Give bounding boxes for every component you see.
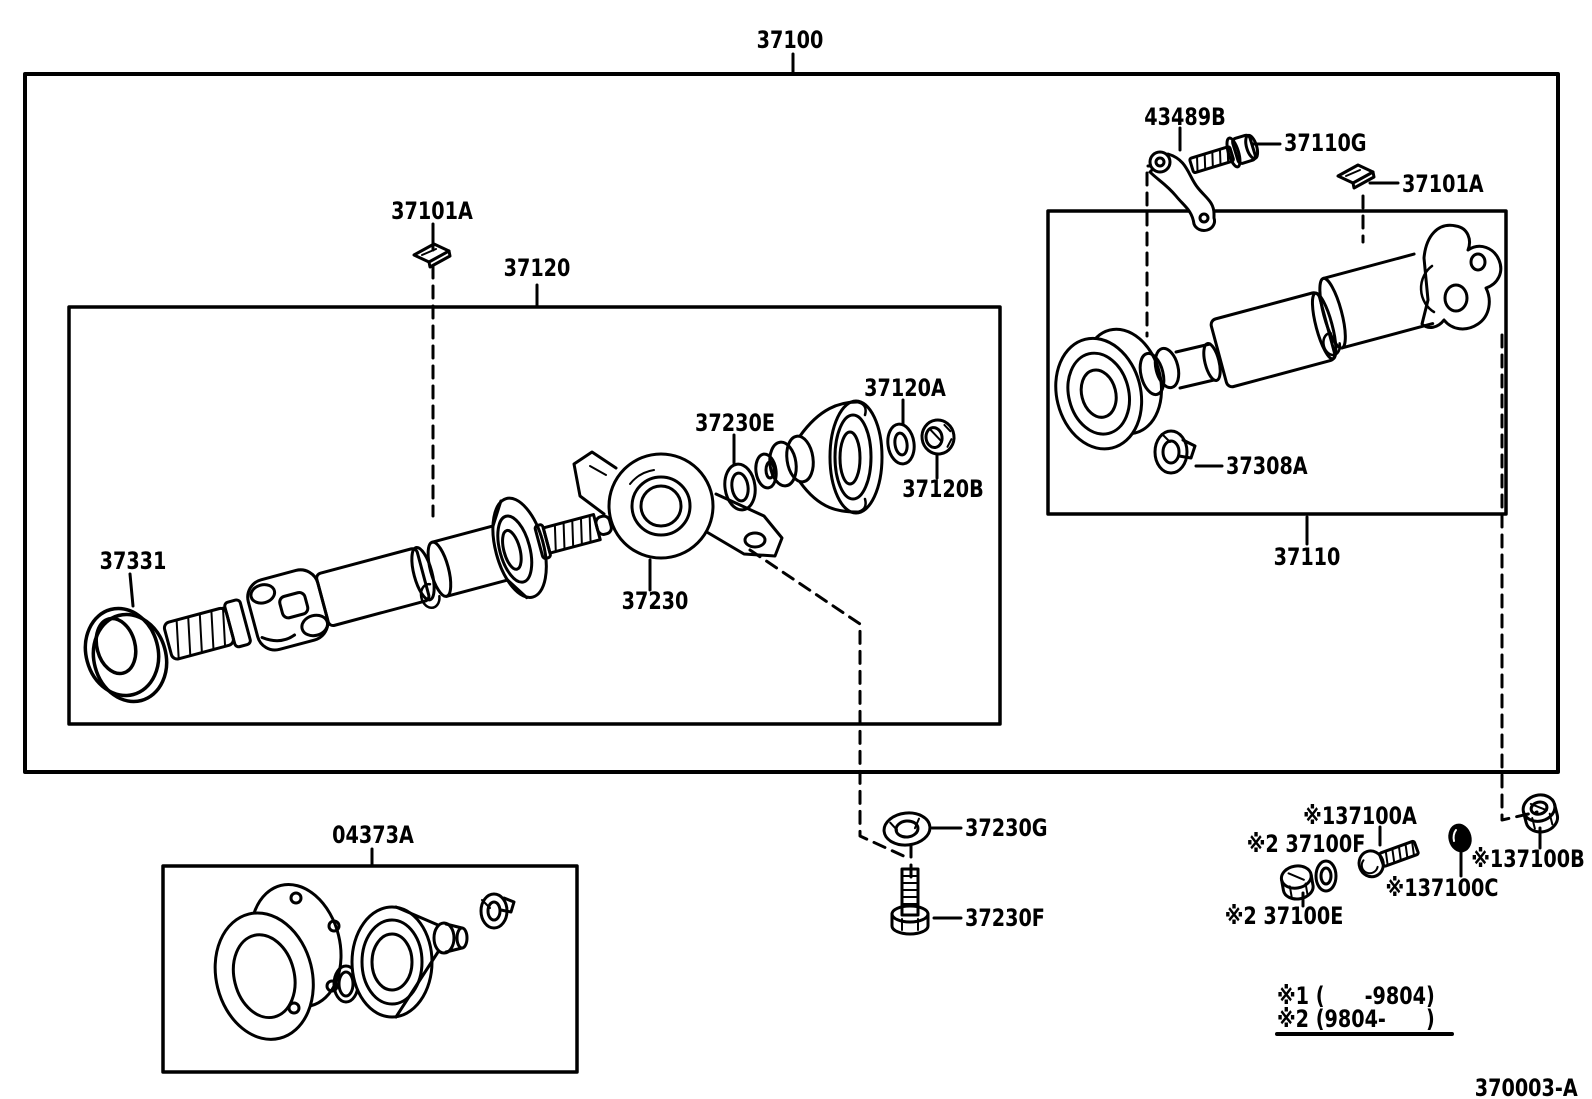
leader-lines [128,52,1542,920]
box-37110 [1046,209,1508,516]
part-label-37230: 37230 [621,587,689,615]
part-plug-137100C [1448,823,1472,853]
part-snap-ring-37230E [723,462,757,512]
part-cv-joint-kit-04373A [213,883,516,1041]
part-label-37230F: 37230F [965,904,1045,932]
part-label-37230G: 37230G [965,814,1048,842]
part-hub-rings [754,440,798,490]
part-label-37120B: 37120B [902,475,984,503]
part-label-37100: 37100 [756,26,824,54]
part-clamp-37308A [1153,429,1197,475]
part-washer-37120A [886,422,916,466]
part-nut-37120B [920,418,956,456]
box-37100 [23,72,1560,774]
part-front-propeller-shaft [162,496,613,661]
part-label-37110: 37110 [1273,543,1341,571]
part-nut-137100B [1521,793,1560,834]
part-label-137100C: ※137100C [1385,874,1499,902]
dashed-reference-lines [431,164,1539,884]
part-dust-seal-37331 [83,606,169,704]
part-label-37100E: ※2 37100E [1224,902,1344,930]
box-04373A [161,864,579,1074]
footnote-date-range-1: ※1 ( -9804) [1277,982,1435,1010]
part-bolt-137100A [1357,839,1420,879]
part-label-04373A: 04373A [332,821,414,849]
part-label-37101A-right: 37101A [1402,170,1484,198]
part-label-37120: 37120 [503,254,571,282]
part-label-37331: 37331 [99,547,167,575]
part-flange-cone [785,399,884,515]
part-center-bearing-37230 [572,450,784,560]
part-label-37101A-left: 37101A [391,197,473,225]
part-label-37100F: ※2 37100F [1246,830,1366,858]
part-label-37230E: 37230E [695,409,775,437]
part-plate-37101A-right [1336,163,1376,190]
part-bracket-43489B [1148,150,1217,232]
drawing-number: 370003-A [1475,1074,1578,1099]
part-label-137100B: ※137100B [1471,845,1585,873]
part-bolt-37110G [1188,133,1260,175]
part-washer-37230G [882,811,932,847]
part-plate-37101A-left [412,242,452,269]
part-nut-washer-37100E [1279,859,1338,901]
part-rear-propeller-shaft [1054,223,1503,451]
part-label-37110G: 37110G [1284,129,1367,157]
part-label-37120A: 37120A [864,374,946,402]
part-bolt-37230F [890,867,930,936]
part-label-43489B: 43489B [1144,103,1226,131]
part-label-37308A: 37308A [1226,452,1308,480]
box-37120 [67,305,1002,726]
part-label-137100A: ※137100A [1303,802,1417,830]
footnote-date-range-2: ※2 (9804- ) [1277,1005,1435,1033]
